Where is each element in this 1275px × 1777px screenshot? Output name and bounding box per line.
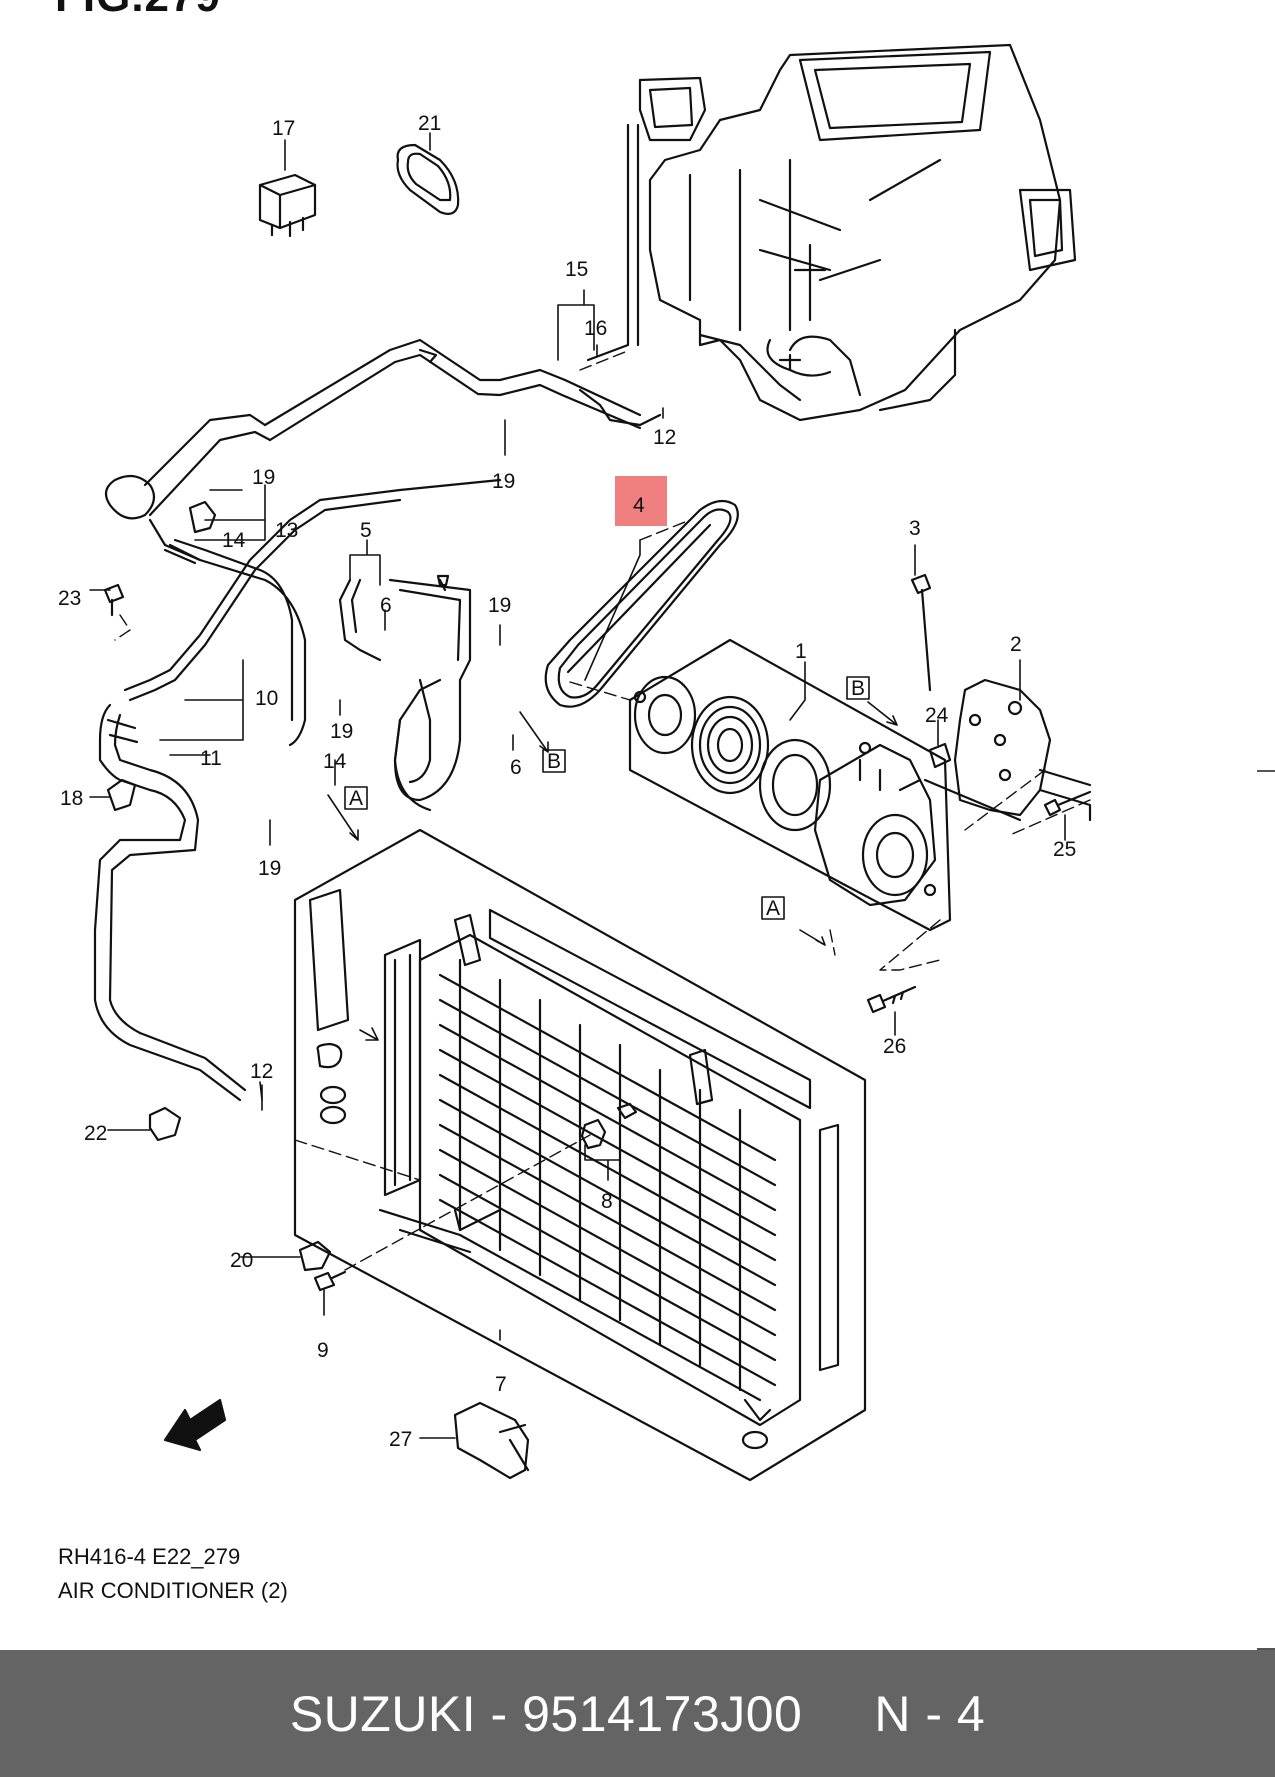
highlight-box <box>615 476 667 526</box>
callout-24: 24 <box>925 704 949 727</box>
callout-26: 26 <box>883 1035 906 1058</box>
bolt-part-23 <box>103 583 125 617</box>
callout-20: 20 <box>230 1249 253 1272</box>
callout-12-low: 12 <box>250 1060 273 1083</box>
figure-title: FIG.279 <box>55 0 221 22</box>
bolt-part-26 <box>866 985 917 1014</box>
callout-19-center: 19 <box>488 594 511 617</box>
callout-17: 17 <box>272 117 295 140</box>
callout-1: 1 <box>795 640 807 663</box>
nut-part-24 <box>928 742 952 769</box>
callout-18: 18 <box>60 787 83 810</box>
callout-16: 16 <box>584 317 607 340</box>
relay-part <box>258 173 317 238</box>
callout-11: 11 <box>200 747 222 770</box>
fwd-arrow-icon: FWD <box>163 1398 227 1452</box>
ref-marker-b-2: B <box>846 676 870 700</box>
callout-4: 4 <box>633 494 645 517</box>
callout-22: 22 <box>84 1122 107 1145</box>
svg-text:A: A <box>349 787 363 810</box>
ref-marker-a-2: A <box>761 896 785 920</box>
callout-labels: 17 21 15 16 12 19 4 3 1 2 24 25 26 19 13… <box>58 112 1076 1451</box>
condenser-mounts <box>453 913 714 1150</box>
callout-19-top: 19 <box>492 470 515 493</box>
bolt-part-3 <box>910 573 932 692</box>
discharge-pipe <box>338 574 472 812</box>
evaporator-pipe-lines <box>586 123 640 362</box>
dashed-connectors <box>114 349 1091 1271</box>
callout-3: 3 <box>909 517 921 540</box>
drive-belt <box>544 499 739 708</box>
callout-14-top: 14 <box>222 529 246 552</box>
ref-marker-b-1: B <box>542 749 566 773</box>
ref-marker-a-1: A <box>344 786 368 810</box>
callout-14-mid: 14 <box>323 750 347 773</box>
reference-arrows <box>327 701 898 1041</box>
sensor-part-27 <box>453 1401 530 1480</box>
diagram-name: AIR CONDITIONER (2) <box>58 1578 288 1603</box>
callout-6-right: 6 <box>510 756 522 779</box>
callout-6-left: 6 <box>380 594 392 617</box>
grommet-part <box>396 143 460 215</box>
svg-text:A: A <box>766 897 780 920</box>
evaporator-unit <box>638 43 1077 422</box>
clip-part-18 <box>106 778 137 812</box>
diagram-code: RH416-4 E22_279 <box>58 1544 241 1569</box>
clip-part-20 <box>298 1240 332 1272</box>
callout-27: 27 <box>389 1428 412 1451</box>
callout-19-left: 19 <box>252 466 275 489</box>
suction-hose-assembly <box>104 338 662 747</box>
leader-lines <box>89 132 1066 1439</box>
condenser-assembly <box>293 828 867 1482</box>
callout-8: 8 <box>601 1190 613 1213</box>
air-conditioner-parts-diagram: FWD A B B A 17 21 15 16 12 19 4 3 1 2 24… <box>58 43 1092 1482</box>
compressor-bracket <box>923 678 1092 822</box>
callout-9: 9 <box>317 1339 329 1362</box>
svg-text:B: B <box>547 750 561 773</box>
footer-part-info: SUZUKI - 9514173J00 N - 4 <box>289 1685 986 1742</box>
callout-25: 25 <box>1053 838 1076 861</box>
callout-19-mid: 19 <box>330 720 353 743</box>
bolt-part-25 <box>1043 790 1092 817</box>
clip-part-22 <box>148 1106 182 1142</box>
callout-23: 23 <box>58 587 81 610</box>
callout-10: 10 <box>255 687 278 710</box>
callout-21: 21 <box>418 112 441 135</box>
edge-tick <box>1257 770 1275 772</box>
bolt-part-9 <box>313 1270 347 1292</box>
callout-13: 13 <box>275 519 298 542</box>
bracket-part-13 <box>188 500 217 534</box>
callout-15: 15 <box>565 258 588 281</box>
callout-7: 7 <box>495 1373 507 1396</box>
callout-12-top: 12 <box>653 426 676 449</box>
callout-19-low: 19 <box>258 857 281 880</box>
footer-bar: SUZUKI - 9514173J00 N - 4 <box>0 1650 1275 1777</box>
liquid-hose-assembly <box>93 478 502 1102</box>
callout-5: 5 <box>360 519 372 542</box>
compressor-group <box>628 638 952 932</box>
callout-2: 2 <box>1010 633 1022 656</box>
svg-text:B: B <box>851 677 865 700</box>
edge-tick <box>1257 1648 1275 1650</box>
